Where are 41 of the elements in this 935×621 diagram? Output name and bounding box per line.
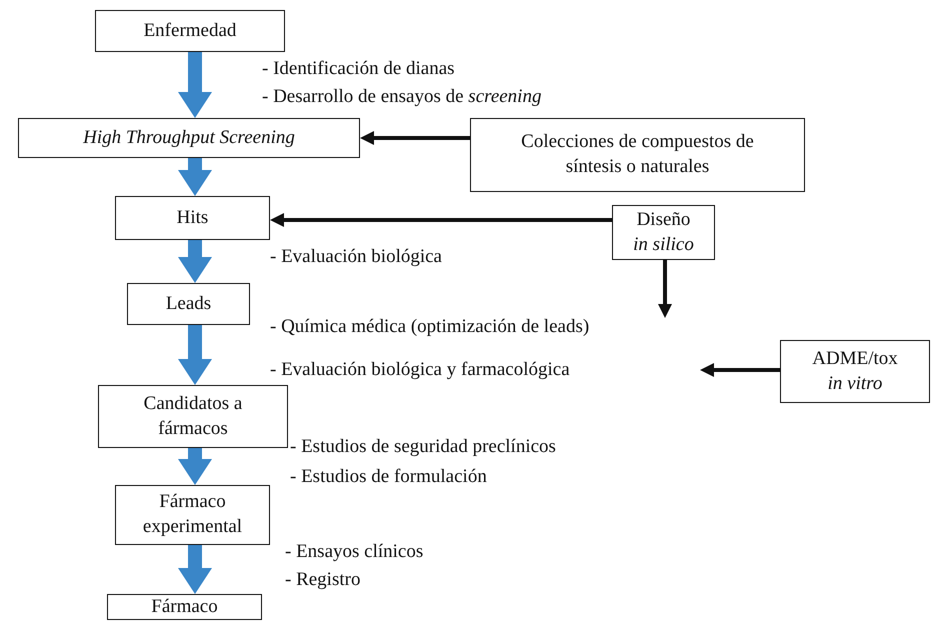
arrow <box>270 213 612 227</box>
block-arrow <box>178 158 212 196</box>
arrow <box>658 260 672 318</box>
step-note: - Estudios de seguridad preclínicos <box>290 436 556 458</box>
node-text: Enfermedad <box>144 18 236 43</box>
node-text: Fármaco <box>151 594 218 619</box>
process-box <box>127 283 250 325</box>
node-text: Colecciones de compuestos de síntesis o naturales <box>521 130 754 179</box>
node-text: in silico <box>633 232 694 256</box>
process-box <box>612 205 715 260</box>
arrow <box>360 131 470 145</box>
step-note: - Evaluación biológica <box>270 246 442 268</box>
process-box <box>115 485 270 545</box>
step-note: - Identificación de dianas <box>262 58 455 80</box>
step-note: - Química médica (optimización de leads) <box>270 316 590 338</box>
step-note: - Ensayos clínicos <box>285 541 424 563</box>
process-box <box>107 594 262 620</box>
process-box <box>115 196 270 240</box>
node-text: ADME/tox <box>812 346 898 371</box>
process-box <box>18 118 360 158</box>
step-note: - Evaluación biológica y farmacológica <box>270 359 570 381</box>
node-text: Candidatos a fármacos <box>142 392 244 440</box>
node-text: Leads <box>166 292 212 316</box>
node-text: in vitro <box>828 372 882 396</box>
block-arrow <box>178 325 212 385</box>
block-arrow <box>178 545 212 594</box>
step-note: - Registro <box>285 569 360 591</box>
node-text: High Throughput Screening <box>83 126 295 150</box>
block-arrow <box>178 52 212 118</box>
step-note: - Desarrollo de ensayos de screening <box>262 86 542 108</box>
process-box <box>780 340 930 403</box>
process-box <box>98 385 288 448</box>
block-arrow <box>178 448 212 485</box>
node-text: Diseño <box>636 208 690 232</box>
block-arrow <box>178 240 212 283</box>
step-note: - Estudios de formulación <box>290 466 487 488</box>
process-box <box>470 118 805 192</box>
process-box <box>95 10 285 52</box>
node-text: Fármaco experimental <box>142 490 244 539</box>
node-text: Hits <box>176 206 208 230</box>
arrow <box>700 363 780 377</box>
